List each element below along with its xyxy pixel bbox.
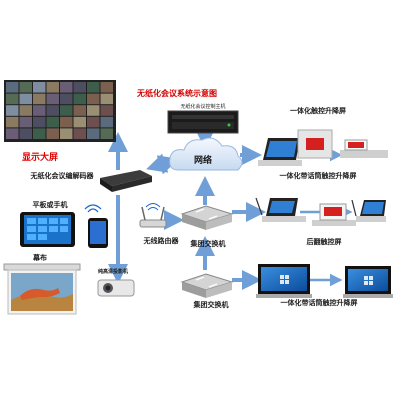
cloud-icon <box>169 137 243 171</box>
display-wall-tile <box>87 93 100 105</box>
display-wall-tile <box>87 128 100 139</box>
control-host-label: 无纸化会议控制主机 <box>180 103 225 110</box>
monitor-icon-1 <box>256 264 312 298</box>
display-wall-tile <box>100 116 113 128</box>
wifi-icon <box>84 204 102 213</box>
display-wall-tile <box>100 93 113 105</box>
display-wall-tile <box>87 116 100 128</box>
display-wall-tile <box>19 105 32 116</box>
display-wall-tile <box>100 105 113 116</box>
display-wall-tile <box>19 93 32 105</box>
lift-mic-touch-2-label: 一体化带话筒触控升降屏 <box>281 298 358 307</box>
display-wall-tile <box>19 128 32 139</box>
display-wall-tile <box>6 105 19 116</box>
lift-touch-1-label: 一体化触控升降屏 <box>290 106 346 115</box>
display-wall-tile <box>19 116 32 128</box>
display-wall-tile <box>46 82 59 93</box>
lift-screen-icon-1 <box>258 138 302 166</box>
monitor-icon-2 <box>343 266 393 298</box>
display-wall-tile <box>33 82 46 93</box>
switch-top-label: 集团交换机 <box>190 239 226 248</box>
flip-touch-screen-icon <box>312 199 386 226</box>
display-wall-tile <box>6 93 19 105</box>
lizard-icon <box>20 288 60 300</box>
wifi-router-label: 无线路由器 <box>143 236 180 245</box>
network-label: 网络 <box>194 154 212 166</box>
server-icon <box>167 110 239 134</box>
display-wall-tile <box>6 116 19 128</box>
display-wall-tile <box>60 105 73 116</box>
phone-icon <box>88 218 108 248</box>
display-wall-tile <box>46 105 59 116</box>
screen-label: 幕布 <box>32 253 47 262</box>
display-wall-tile <box>73 82 86 93</box>
mic-touch-screen-icon-1 <box>255 197 306 222</box>
display-wall-tile <box>46 128 59 139</box>
wifi-router-icon <box>139 203 167 228</box>
display-wall-tile <box>46 93 59 105</box>
display-wall-tile <box>60 82 73 93</box>
display-wall-tile <box>33 93 46 105</box>
flip-touch-label: 后翻触控屏 <box>307 237 342 246</box>
microphone-icon <box>255 197 263 216</box>
projection-screen <box>3 263 81 315</box>
display-wall-tile <box>19 82 32 93</box>
connections <box>108 129 266 290</box>
diagram-title: 无纸化会议系统示意图 <box>136 88 217 98</box>
display-wall-label: 显示大屏 <box>22 151 58 163</box>
display-wall-tile <box>73 128 86 139</box>
projector-icon <box>97 279 135 297</box>
display-wall-tile <box>60 116 73 128</box>
tablet-phone-label: 平板或手机 <box>33 200 68 209</box>
display-wall-tile <box>6 82 19 93</box>
display-wall-tile <box>73 105 86 116</box>
display-wall-tile <box>33 128 46 139</box>
display-wall-tiles <box>6 82 113 139</box>
display-wall-tile <box>60 93 73 105</box>
display-wall-tile <box>60 128 73 139</box>
display-wall-tile <box>87 82 100 93</box>
switch-icon-bottom <box>180 273 234 298</box>
display-wall-tile <box>73 116 86 128</box>
display-wall <box>4 80 116 142</box>
display-wall-tile <box>6 128 19 139</box>
display-wall-tile <box>46 116 59 128</box>
switch-bottom-label: 集团交换机 <box>193 300 229 309</box>
display-wall-tile <box>100 82 113 93</box>
codec-icon <box>100 170 152 192</box>
lift-mic-touch-1-label: 一体化带话筒触控升降屏 <box>280 171 357 180</box>
lift-screen-icon-1b <box>297 129 388 159</box>
display-wall-tile <box>100 128 113 139</box>
projector-label: 纯高清投影机 <box>98 268 128 275</box>
display-wall-tile <box>33 105 46 116</box>
display-wall-tile <box>73 93 86 105</box>
tablet-icon <box>20 212 75 247</box>
display-wall-tile <box>33 116 46 128</box>
codec-label: 无纸化会议编解码器 <box>30 171 95 180</box>
switch-icon-top <box>180 205 234 230</box>
display-wall-tile <box>87 105 100 116</box>
